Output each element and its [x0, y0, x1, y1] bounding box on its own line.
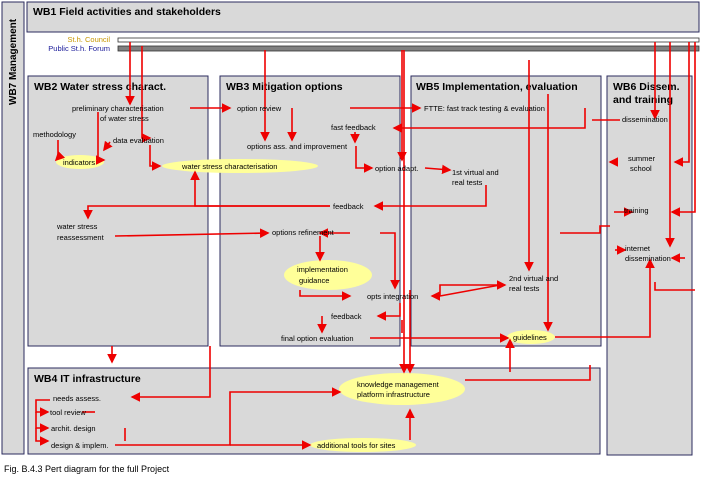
forum-bar: [117, 45, 700, 52]
task-kmp-line2: platform infrastructure: [357, 390, 430, 399]
task-needs-assess: needs assess.: [53, 394, 101, 403]
wb7-box: [1, 1, 25, 455]
task-opts-integration: opts integration: [367, 292, 418, 301]
wb6-title-line2: and training: [613, 94, 673, 106]
task-impl-guidance-line1: implementation: [297, 265, 348, 274]
wb5-box: [410, 75, 602, 347]
task-additional-tools: additional tools for sites: [317, 441, 396, 450]
wb3-box: [219, 75, 401, 347]
task-2nd-virtual-line1: 2nd virtual and: [509, 274, 558, 283]
task-ws-characterisation: water stress characterisation: [181, 162, 277, 171]
task-archit-design: archit. design: [51, 424, 96, 433]
task-data-evaluation: data evaluation: [113, 136, 164, 145]
wb2-title: WB2 Water stress charact.: [34, 81, 166, 93]
wb5-title: WB5 Implementation, evaluation: [416, 81, 578, 93]
task-option-adapt: option adapt.: [375, 164, 418, 173]
task-2nd-virtual-line2: real tests: [509, 284, 540, 293]
task-final-evaluation: final option evaluation: [281, 334, 354, 343]
wb6-title-line1: WB6 Dissem.: [613, 81, 680, 93]
task-fttt: FTTE: fast track testing & evaluation: [424, 104, 545, 113]
forum-label: Public St.h. Forum: [48, 44, 110, 53]
arrows: [35, 42, 696, 450]
implementation-guidance-node: [284, 260, 372, 290]
task-guidelines: guidelines: [513, 333, 547, 342]
task-prelim-line1: preliminary characterisation: [72, 104, 164, 113]
task-summer-line1: summer: [628, 154, 656, 163]
task-prelim-line2: of water stress: [100, 114, 149, 123]
task-design-implem: design & implem.: [51, 441, 109, 450]
task-feedback-1: feedback: [333, 202, 364, 211]
council-bar: [117, 37, 700, 43]
ws-characterisation-node: [162, 159, 318, 173]
kmp-node: [339, 373, 465, 405]
task-dissemination: dissemination: [622, 115, 668, 124]
wb4-box: [27, 367, 601, 455]
task-internet-line2: dissemination: [625, 254, 671, 263]
task-kmp-line1: knowledge management: [357, 380, 440, 389]
wb3-title: WB3 Mitigation options: [226, 81, 343, 93]
task-internet-line1: internet: [625, 244, 651, 253]
wb1-box: [26, 1, 700, 33]
task-tool-review: tool review: [50, 408, 86, 417]
task-feedback-2: feedback: [331, 312, 362, 321]
task-indicators: indicators: [63, 158, 95, 167]
task-options-refinement: options refinement: [272, 228, 335, 237]
guidelines-node: [507, 330, 555, 344]
task-methodology: methodology: [33, 130, 76, 139]
wb7-title: WB7 Management: [8, 18, 19, 105]
additional-tools-node: [310, 438, 416, 452]
task-ws-reassessment-line2: reassessment: [57, 233, 105, 242]
task-option-review: option review: [237, 104, 282, 113]
task-1st-virtual-line1: 1st virtual and: [452, 168, 499, 177]
task-ws-reassessment-line1: water stress: [56, 222, 98, 231]
wb1-title: WB1 Field activities and stakeholders: [33, 6, 221, 18]
task-summer-line2: school: [630, 164, 652, 173]
task-training: training: [624, 206, 649, 215]
task-options-ass: options ass. and improvement: [247, 142, 348, 151]
task-fast-feedback: fast feedback: [331, 123, 376, 132]
figure-caption: Fig. B.4.3 Pert diagram for the full Pro…: [4, 464, 170, 474]
wb4-title: WB4 IT infrastructure: [34, 373, 141, 385]
task-1st-virtual-line2: real tests: [452, 178, 483, 187]
wb2-box: [27, 75, 209, 347]
council-label: St.h. Council: [67, 35, 110, 44]
indicators-node: [56, 155, 104, 169]
task-impl-guidance-line2: guidance: [299, 276, 329, 285]
